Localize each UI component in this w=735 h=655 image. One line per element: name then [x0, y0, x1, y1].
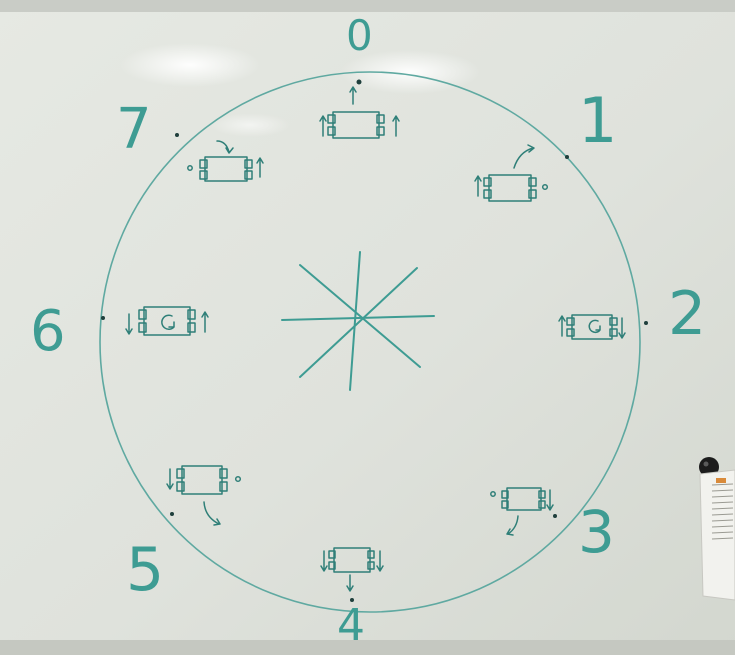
numeral-2: 2 [668, 279, 706, 349]
numeral-7: 7 [116, 97, 152, 162]
glare-spot [120, 43, 260, 87]
numeral-5: 5 [126, 535, 164, 605]
tick-dots [101, 79, 648, 602]
clock-circle [99, 71, 641, 613]
robot-sketch-6 [125, 306, 209, 336]
robot-sketch-4 [320, 547, 384, 592]
board-frame-bottom [0, 640, 735, 655]
robot-sketch-1 [474, 144, 549, 202]
paper-note [699, 469, 735, 601]
numeral-4: 4 [337, 600, 365, 651]
robot-sketch-0 [319, 86, 400, 139]
magnet-highlight [703, 461, 709, 467]
robot-sketch-2 [558, 314, 626, 340]
robot-sketch-3 [490, 487, 554, 536]
center-star [281, 251, 435, 391]
numeral-6: 6 [30, 299, 66, 364]
board-frame-top [0, 0, 735, 12]
numeral-1: 1 [578, 84, 617, 157]
robot-sketch-5 [166, 465, 242, 526]
numeral-0: 0 [346, 11, 373, 60]
glare-spot [210, 113, 290, 137]
robot-sketch-7 [187, 140, 264, 182]
numeral-3: 3 [578, 498, 615, 566]
